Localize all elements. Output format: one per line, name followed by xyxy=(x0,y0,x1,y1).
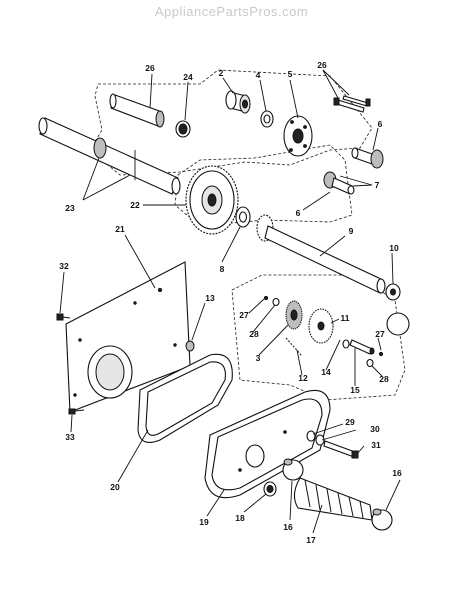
callout-11: 11 xyxy=(341,313,350,323)
nut-13 xyxy=(185,340,195,352)
callout-10: 10 xyxy=(389,243,399,253)
callout-33: 33 xyxy=(65,432,75,442)
washer-8 xyxy=(235,206,251,228)
callout-27-left: 27 xyxy=(239,310,249,320)
gasket-20 xyxy=(137,353,233,443)
mounting-plate-21 xyxy=(65,261,191,413)
callout-6-lower: 6 xyxy=(296,208,301,218)
callout-32: 32 xyxy=(59,261,69,271)
callout-2: 2 xyxy=(219,68,224,78)
washer-10 xyxy=(385,283,401,301)
screw-33 xyxy=(68,408,85,415)
callout-22: 22 xyxy=(130,200,140,210)
flange-plate-5 xyxy=(283,115,313,157)
ball xyxy=(386,312,410,336)
clamp-16-right xyxy=(371,508,393,531)
callout-9: 9 xyxy=(349,226,354,236)
callout-25: 26 xyxy=(145,63,155,73)
callout-26: 26 xyxy=(317,60,327,70)
shaft-25 xyxy=(109,93,165,128)
chain-12 xyxy=(285,337,303,357)
callout-16-left: 16 xyxy=(283,522,293,532)
leader-lines xyxy=(59,69,401,534)
shaft-9 xyxy=(256,214,386,294)
chaincase-cover-19 xyxy=(204,389,331,499)
washer-4 xyxy=(260,110,274,128)
bearing-24 xyxy=(175,120,191,138)
callout-30: 30 xyxy=(370,424,380,434)
callout-19: 19 xyxy=(199,517,209,527)
dashed-outlines xyxy=(89,69,406,401)
gear-3 xyxy=(285,300,303,330)
pinion-7 xyxy=(323,171,355,195)
callout-3: 3 xyxy=(256,353,261,363)
callout-12: 12 xyxy=(298,373,308,383)
callout-16-right: 16 xyxy=(392,468,402,478)
callout-labels: 26 24 2 4 5 26 6 7 6 22 23 8 9 10 21 32 … xyxy=(59,60,402,545)
callout-14: 14 xyxy=(321,367,331,377)
callout-23: 23 xyxy=(65,203,75,213)
stub-gear-6-upper xyxy=(351,147,384,169)
callout-28-left: 28 xyxy=(249,329,259,339)
callout-8: 8 xyxy=(220,264,225,274)
washer-18 xyxy=(263,481,277,497)
callout-31: 31 xyxy=(371,440,381,450)
callout-13: 13 xyxy=(205,293,215,303)
callout-20: 20 xyxy=(110,482,120,492)
callout-18: 18 xyxy=(235,513,245,523)
bolts-26 xyxy=(333,95,371,113)
screw-32 xyxy=(56,313,71,321)
bushing-2 xyxy=(225,90,251,114)
clamp-16-left xyxy=(282,458,304,481)
callout-15: 15 xyxy=(350,385,360,395)
callout-29: 29 xyxy=(345,417,355,427)
callout-28-right: 28 xyxy=(379,374,389,384)
callout-17: 17 xyxy=(306,535,316,545)
watermark-text: AppliancePartsPros.com xyxy=(154,4,309,19)
gear-22 xyxy=(185,165,239,235)
bolt-set-29-31 xyxy=(306,430,359,459)
small-hardware-27-28 xyxy=(263,295,384,368)
callout-4: 4 xyxy=(256,70,261,80)
callout-5: 5 xyxy=(288,69,293,79)
callout-6-upper: 6 xyxy=(378,119,383,129)
callout-27-right: 27 xyxy=(375,329,385,339)
callout-24: 24 xyxy=(183,72,193,82)
pin-14-15 xyxy=(342,339,375,355)
boot-17 xyxy=(293,477,373,521)
callout-21: 21 xyxy=(115,224,125,234)
callout-7: 7 xyxy=(375,180,380,190)
sprocket-11 xyxy=(308,308,334,344)
shaft-23 xyxy=(38,117,181,195)
